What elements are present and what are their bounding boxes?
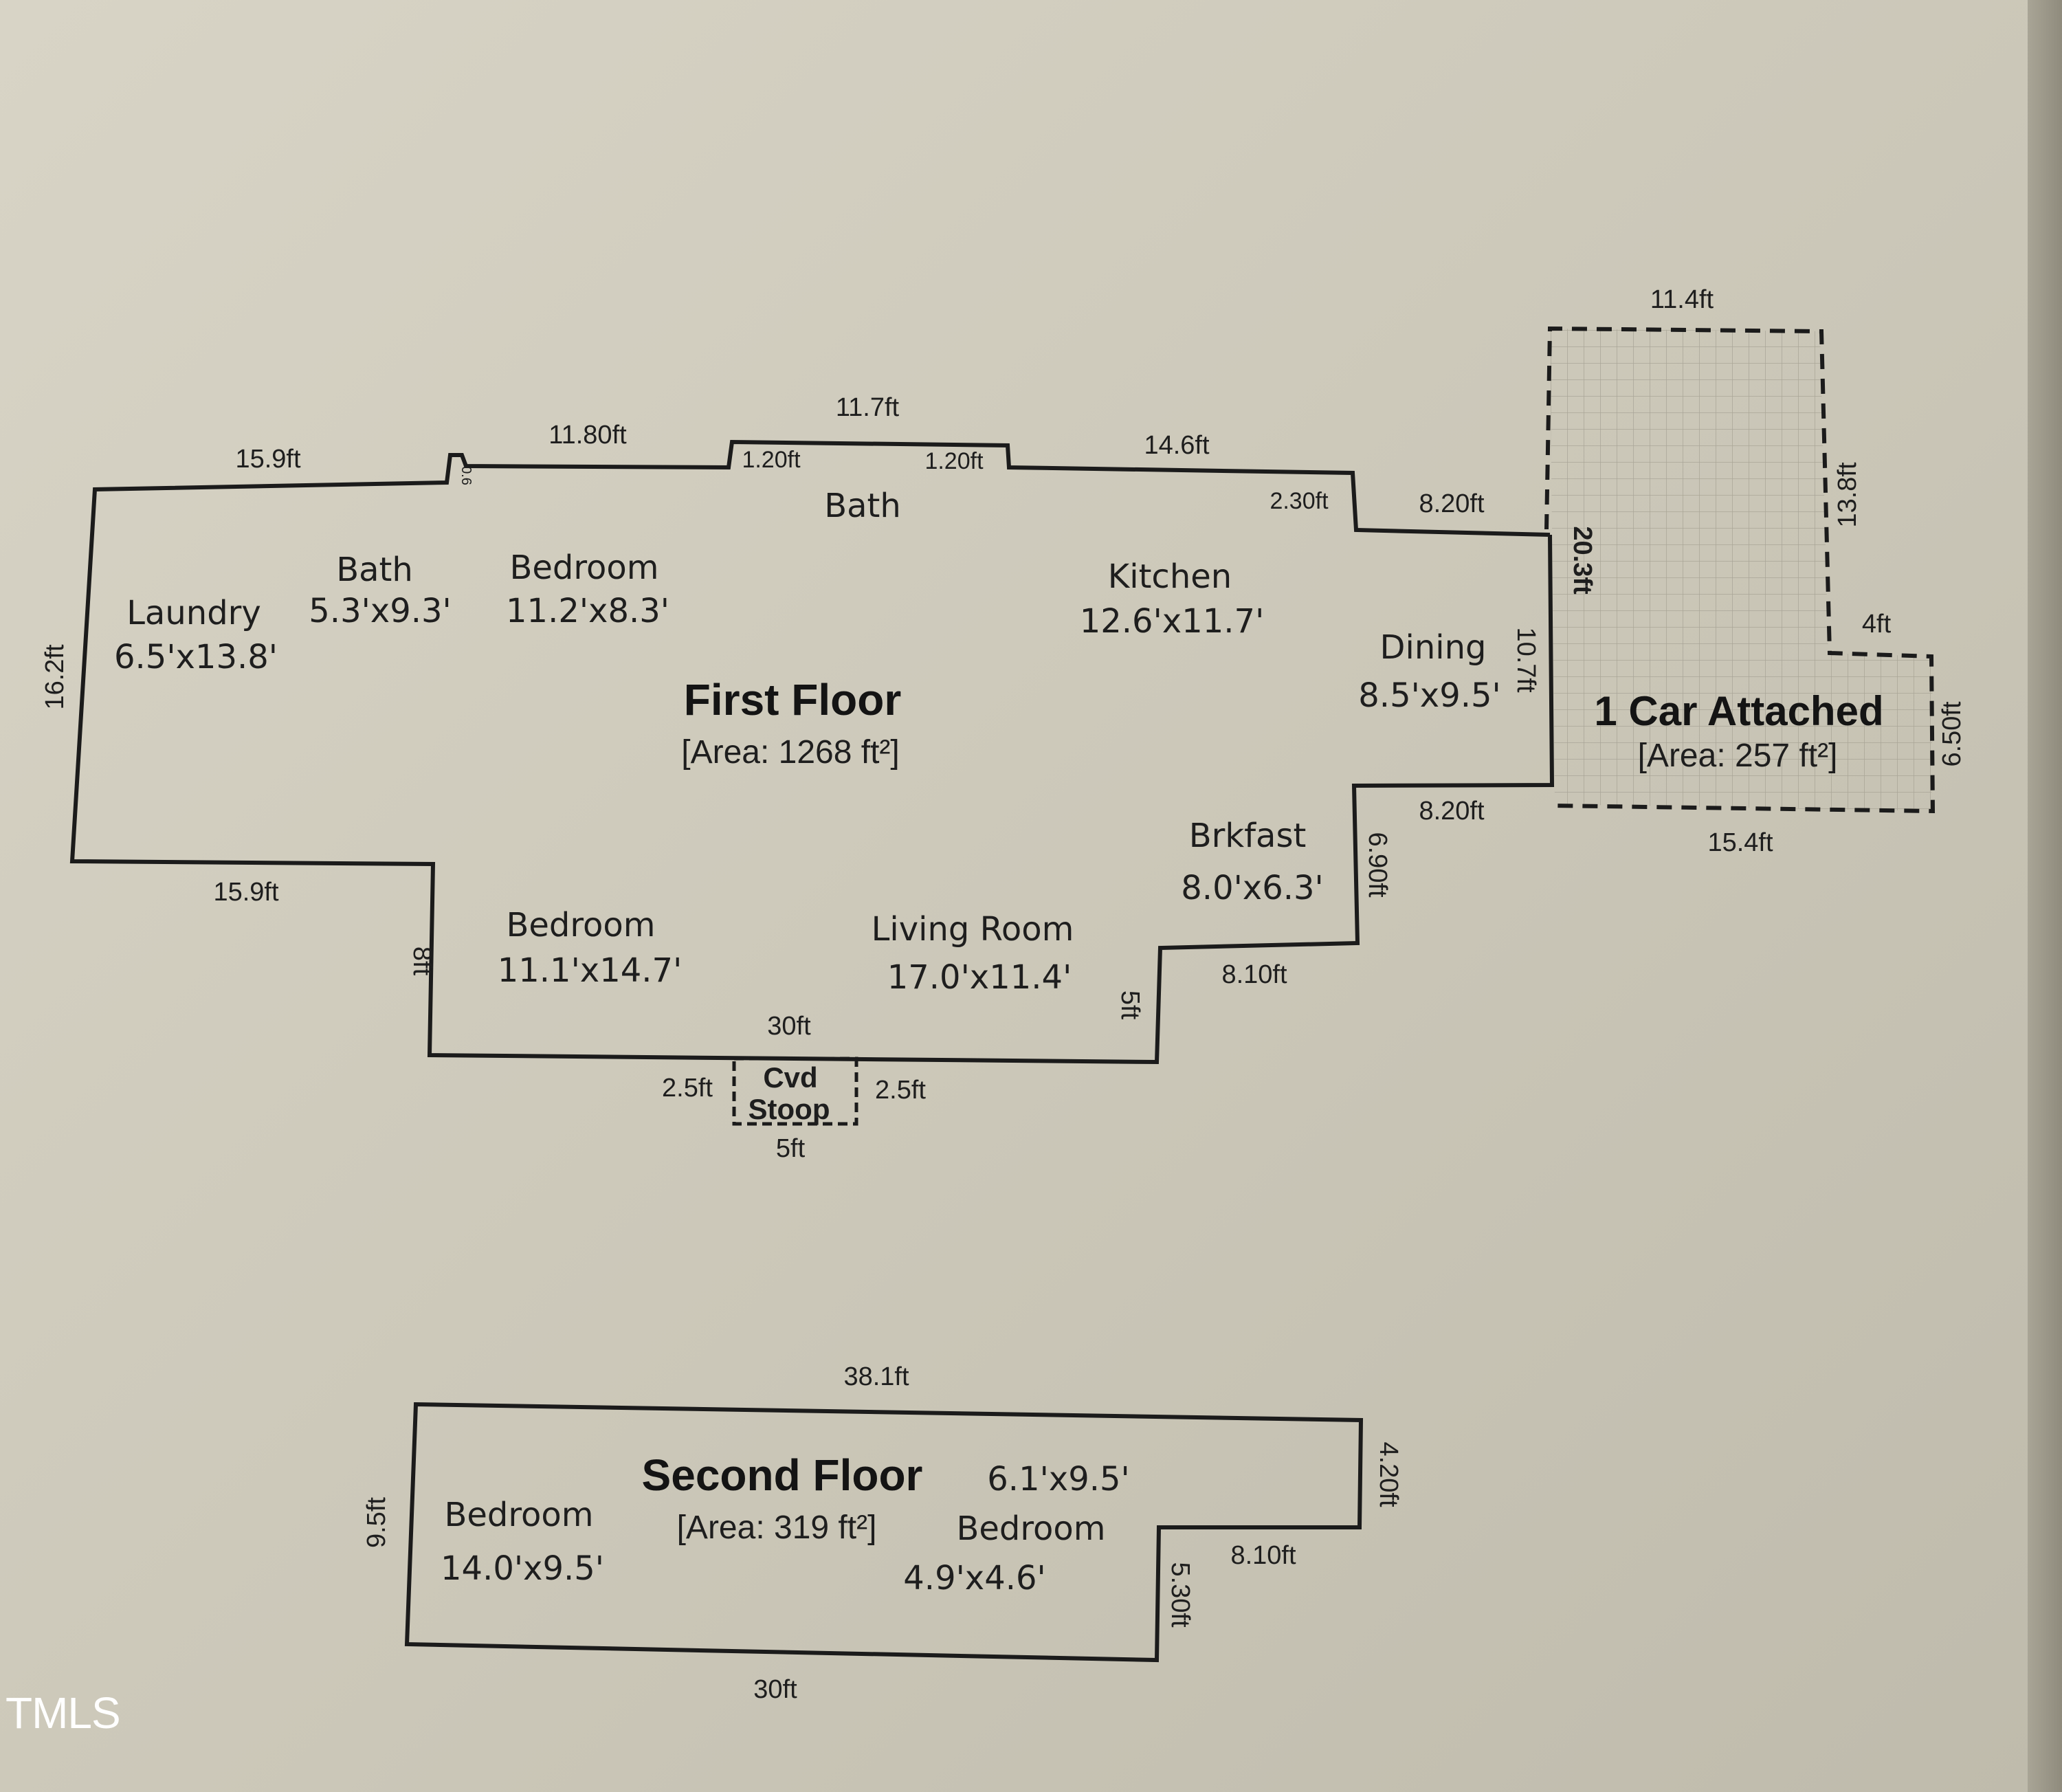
second-floor-area: [Area: 319 ft²]: [677, 1509, 877, 1546]
second-floor-title: Second Floor: [642, 1450, 923, 1500]
first-floor-area: [Area: 1268 ft²]: [681, 734, 900, 771]
room-bath1-size: 5.3'x9.3': [309, 592, 451, 630]
second-dim-jog: 8.10ft: [1230, 1541, 1296, 1570]
room-laundry-size: 6.5'x13.8': [114, 638, 278, 676]
room-bath2-name: Bath: [824, 487, 901, 525]
second-dim-top: 38.1ft: [843, 1362, 909, 1391]
dim-kitchen-jog: 2.30ft: [1270, 488, 1329, 514]
dim-dining-top: 8.20ft: [1419, 489, 1485, 518]
room-bedroom2-name: Bedroom: [506, 906, 655, 944]
room-kitchen-name: Kitchen: [1108, 557, 1232, 596]
room-second-size: 6.1'x9.5': [987, 1460, 1129, 1498]
garage-dim-right-upper: 13.8ft: [1833, 462, 1862, 528]
dim-brkfast-bottom: 8.10ft: [1221, 960, 1287, 989]
garage-dim-jog: 4ft: [1862, 610, 1892, 639]
second-dim-bottom: 30ft: [753, 1675, 797, 1704]
stoop-label-line1: Cvd: [763, 1061, 817, 1094]
room-bedroom4-size: 4.9'x4.6': [903, 1559, 1045, 1597]
second-floor-outline: [404, 1402, 1364, 1663]
dim-top-bath: 11.7ft: [836, 393, 900, 422]
first-floor-title: First Floor: [684, 675, 901, 724]
garage-title: 1 Car Attached: [1594, 688, 1883, 734]
dim-dining-bottom: 8.20ft: [1419, 797, 1485, 826]
room-kitchen-size: 12.6'x11.7': [1080, 602, 1265, 641]
garage-area: [Area: 257 ft²]: [1638, 738, 1838, 774]
garage-dim-right-lower: 6.50ft: [1938, 701, 1966, 767]
room-dining-size: 8.5'x9.5': [1358, 676, 1500, 715]
garage-dim-bottom: 15.4ft: [1707, 828, 1773, 857]
dim-brkfast-side: 6.90ft: [1363, 832, 1392, 898]
room-brkfast-name: Brkfast: [1189, 817, 1307, 855]
second-dim-left: 9.5ft: [362, 1497, 391, 1548]
garage-dim-top: 11.4ft: [1650, 285, 1714, 314]
room-bedroom1-size: 11.2'x8.3': [506, 592, 669, 630]
first-floor-outline: [69, 439, 1555, 1065]
second-dim-right: 4.20ft: [1374, 1441, 1403, 1507]
stoop-label-line2: Stoop: [749, 1093, 830, 1125]
dim-bottom-main: 30ft: [767, 1012, 811, 1041]
room-bedroom2-size: 11.1'x14.7': [498, 951, 683, 990]
dim-stoop-bottom: 5ft: [776, 1134, 806, 1163]
second-dim-side: 5.30ft: [1166, 1562, 1195, 1628]
room-bath1-name: Bath: [336, 551, 413, 589]
paper-edge: [2028, 0, 2062, 1792]
room-laundry-name: Laundry: [126, 594, 261, 632]
room-dining-name: Dining: [1380, 628, 1487, 667]
dim-top-bedroom: 11.80ft: [548, 421, 627, 450]
dim-top-left: 15.9ft: [235, 445, 301, 474]
dim-stoop-left: 2.5ft: [662, 1074, 713, 1103]
covered-stoop-outline: [732, 1057, 858, 1126]
dim-bath-jog-right: 1.20ft: [924, 448, 984, 474]
dim-bath-jog-left: 1.20ft: [742, 447, 801, 473]
room-living-name: Living Room: [872, 910, 1074, 949]
dim-bottom-left: 15.9ft: [213, 878, 279, 907]
room-bedroom4-name: Bedroom: [956, 1509, 1105, 1548]
dim-stoop-right: 2.5ft: [875, 1076, 926, 1105]
room-brkfast-size: 8.0'x6.3': [1181, 869, 1323, 907]
dim-top-kitchen: 14.6ft: [1144, 431, 1210, 460]
room-bedroom3-size: 14.0'x9.5': [441, 1549, 604, 1588]
room-bedroom1-name: Bedroom: [509, 549, 658, 587]
room-living-size: 17.0'x11.4': [887, 958, 1072, 997]
dim-living-side: 5ft: [1116, 991, 1144, 1020]
dim-small-jog: 0.6: [458, 466, 474, 485]
garage-fill: [1550, 329, 1933, 811]
garage-outline: [1544, 326, 1936, 814]
tmls-watermark: TMLS: [5, 1688, 121, 1738]
garage-dim-left: 20.3ft: [1568, 526, 1597, 595]
dim-left-wall: 16.2ft: [41, 644, 69, 710]
dim-dining-side: 10.7ft: [1511, 627, 1540, 693]
room-bedroom3-name: Bedroom: [444, 1496, 593, 1534]
dim-bedroom-side: 8ft: [408, 947, 436, 976]
